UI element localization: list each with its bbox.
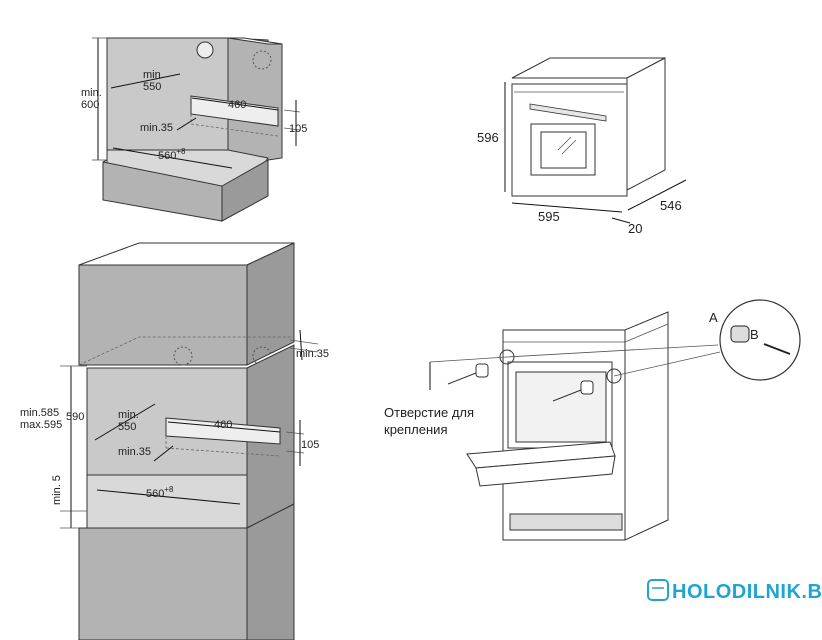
detail-screw-b [763,343,791,355]
cabinet-plinth [509,513,623,531]
top-gap-label: min.35 [296,348,329,360]
watermark-logo: HOLODILNIK.BY [647,579,822,603]
zoom-detail-circle [719,299,801,381]
plug-right [580,380,594,395]
figure-oven-dimensions: 596 595 546 20 [477,57,687,236]
depth-dimension-line [94,403,156,441]
height-label-2: 600 [81,99,99,111]
screw-right [552,389,582,402]
depth-label: 546 [660,198,682,213]
oven-window [540,131,587,169]
top-gap-dimension-line [299,329,303,361]
slot-height-label: 105 [301,439,319,451]
door-label: 20 [628,221,642,236]
slot-gap-label: min.35 [140,122,173,134]
depth-label-1: min. [118,409,139,421]
slot-width-label: 460 [214,419,232,431]
height-min-label: min.585 [20,407,59,419]
depth-dimension-line [627,179,687,211]
figure-tall-cabinet-niche: min.585 max.595 590 min. 550 460 105 min… [20,242,329,640]
slot-width-dimension-line [167,421,281,433]
cable-hole [196,41,214,59]
oven-handle [529,103,607,122]
bottom-gap-label: min.5 [51,475,63,505]
gap-dimension-line [176,117,197,131]
screw-left [447,372,477,385]
upper-cabinet-side [246,242,295,366]
slot-width-label: 460 [228,99,246,111]
door-dimension-line [611,217,631,224]
detail-plug-a [730,325,750,343]
oven-front [511,83,628,197]
lower-cabinet-side [246,503,295,640]
cable-hole-hidden [173,346,193,366]
width-dimension-line [96,489,241,505]
label-b: B [750,327,759,342]
niche-wall-top [227,37,283,45]
slot-gap-label: min.35 [118,446,151,458]
mount-hole-right [606,368,622,384]
slot-height-label: 105 [289,123,307,135]
depth-label-2: 550 [143,81,161,93]
niche-plinth-side [221,159,269,222]
oven-door-edge [475,455,616,487]
niche-floor [86,474,248,529]
caption-line-2: крепления [384,422,447,437]
watermark-text: HOLODILNIK.BY [672,581,822,603]
width-dimension-line [511,202,623,213]
oven-window-frame [530,123,596,176]
fridge-icon [647,579,669,601]
height-max-label: max.595 [20,419,62,431]
depth-dimension-line [110,73,181,89]
width-label: 595 [538,209,560,224]
plug-left [475,363,489,378]
lower-cabinet-front [78,527,248,640]
height-label: 596 [477,130,499,145]
width-label: 560+8 [158,147,186,162]
width-dimension-line [112,147,233,169]
upper-cabinet-front [78,264,248,366]
vent-slot [190,95,279,127]
label-a: A [709,310,718,325]
gap-dimension-line [153,445,174,462]
figure-undercounter-niche: min. 600 min. 550 460 105 min.35 560+8 [81,37,307,222]
height-label: 590 [66,411,84,423]
figure-mounting: A B Отверстие для крепления [384,299,801,541]
cable-hole-hidden [252,50,272,70]
depth-label-2: 550 [118,421,136,433]
height-label-1: min. [81,87,102,99]
width-label: 560+8 [146,485,174,500]
depth-label-1: min. [143,69,164,81]
caption-line-1: Отверстие для [384,405,474,420]
slot-width-dimension-line [191,97,279,111]
oven-side [626,57,666,191]
